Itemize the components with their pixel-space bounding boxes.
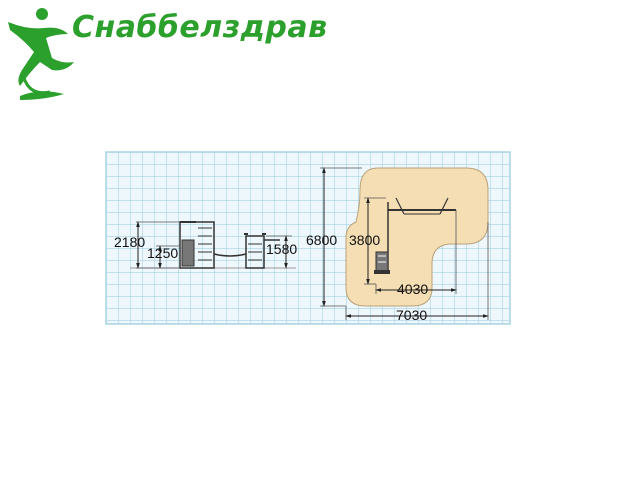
- brand-logo: Снаббелздрав: [0, 0, 330, 110]
- brand-name: Снаббелздрав: [72, 10, 328, 45]
- dim-inner-depth: 3800: [349, 232, 380, 248]
- dim-depth: 6800: [306, 232, 337, 248]
- running-figure-icon: [8, 8, 74, 100]
- dim-total-width: 7030: [396, 307, 427, 323]
- plan-view: [320, 167, 489, 320]
- dim-platform-height: 1250: [147, 245, 178, 261]
- side-view: [130, 221, 296, 269]
- dim-inner-width: 4030: [397, 281, 428, 297]
- dim-total-height: 2180: [114, 234, 145, 250]
- dim-right-height: 1580: [266, 241, 297, 257]
